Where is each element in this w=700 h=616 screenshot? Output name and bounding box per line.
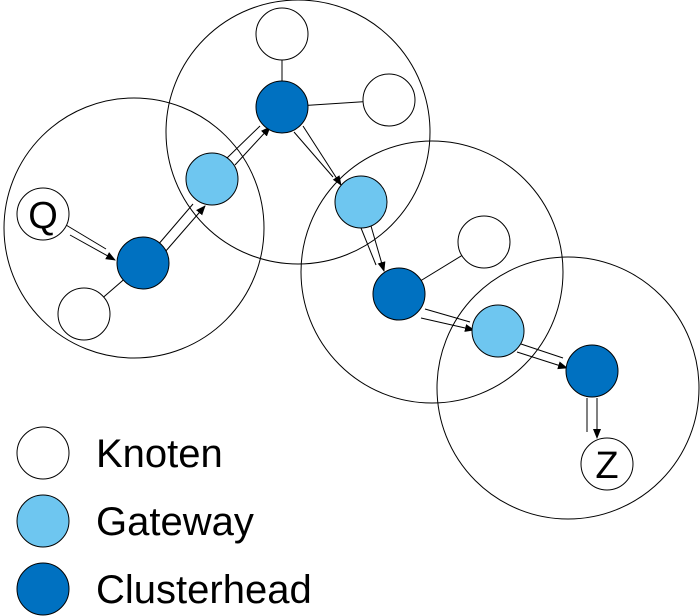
route-arrow-gw3-to-ch4 xyxy=(516,343,568,370)
gateway-node xyxy=(185,152,239,206)
legend-swatch-knoten xyxy=(16,426,70,480)
legend-label-knoten: Knoten xyxy=(96,432,223,476)
route-arrow-ch4-to-z xyxy=(586,398,601,439)
legend-swatch-clusterhead xyxy=(16,562,70,616)
clusterhead-node xyxy=(565,344,619,398)
target-node-z xyxy=(580,437,634,491)
nodes xyxy=(16,7,634,491)
route-arrow-gw2-to-ch3 xyxy=(360,225,386,272)
route-arrow-q-to-ch1 xyxy=(65,224,116,261)
cluster-circle-1 xyxy=(3,97,265,359)
knoten-node xyxy=(362,73,416,127)
route-arrow-ch1-to-gw1 xyxy=(156,203,206,253)
cluster-circle-3 xyxy=(300,140,564,404)
target-node-label: Z xyxy=(595,445,618,487)
knoten-node xyxy=(255,7,309,61)
route-arrow-ch3-to-gw3 xyxy=(420,308,475,332)
knoten-node xyxy=(457,215,511,269)
clusterhead-node xyxy=(255,80,309,134)
legend-item-knoten: Knoten xyxy=(16,426,223,480)
source-node-label: Q xyxy=(28,195,58,237)
clusterhead-node xyxy=(372,267,426,321)
gateway-node xyxy=(471,304,525,358)
route-arrow-gw1-to-ch2 xyxy=(226,125,271,166)
gateway-node xyxy=(334,175,388,229)
legend-swatch-gateway xyxy=(16,494,70,548)
legend-item-gateway: Gateway xyxy=(16,494,254,548)
route-arrows xyxy=(65,125,601,439)
legend: Knoten Gateway Clusterhead xyxy=(16,426,312,616)
cluster-circles xyxy=(3,0,700,520)
legend-label-clusterhead: Clusterhead xyxy=(96,568,312,612)
source-node-q xyxy=(16,187,70,241)
knoten-node xyxy=(57,287,111,341)
cluster-circle-2 xyxy=(165,0,431,265)
cluster-circle-4 xyxy=(436,256,700,520)
route-arrow-ch2-to-gw2 xyxy=(293,125,342,186)
legend-label-gateway: Gateway xyxy=(96,500,254,544)
clusterhead-node xyxy=(116,236,170,290)
legend-item-clusterhead: Clusterhead xyxy=(16,562,312,616)
